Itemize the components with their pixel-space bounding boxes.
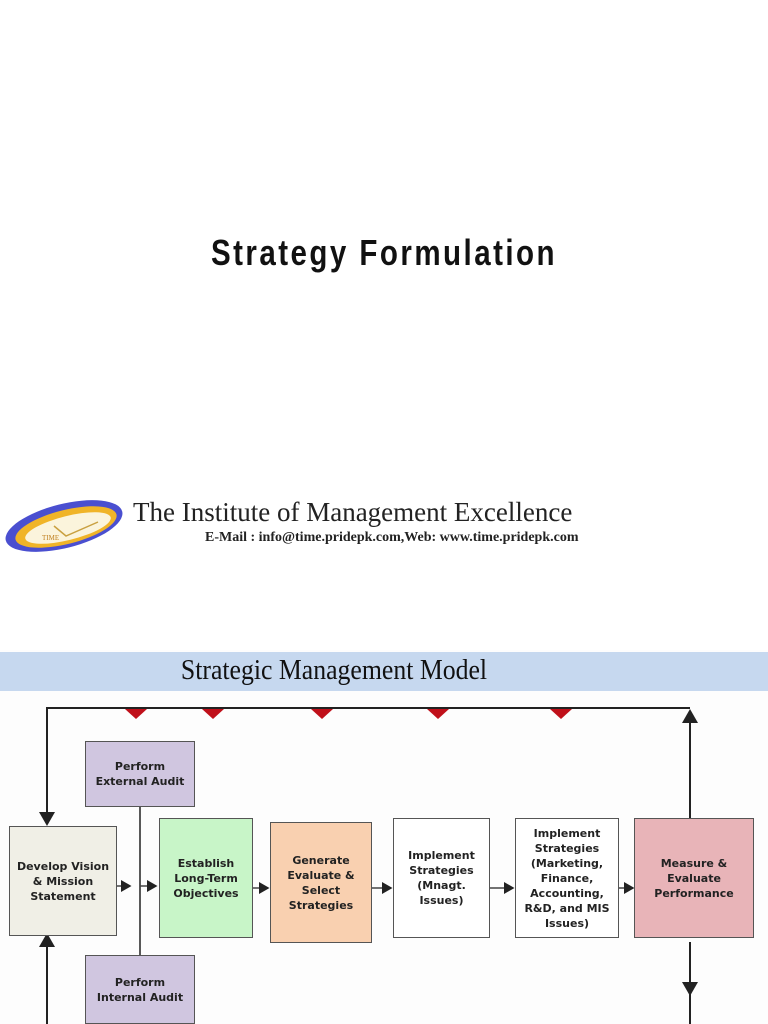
model-title: Strategic Management Model	[180, 655, 488, 686]
box-establish-long-term-objectives: Establish Long-Term Objectives	[159, 818, 253, 938]
slide-strategy-formulation	[0, 0, 768, 650]
box-perform-internal-audit: Perform Internal Audit	[85, 955, 195, 1024]
box-measure-evaluate-performance: Measure & Evaluate Performance	[634, 818, 754, 938]
svg-text:TIME: TIME	[42, 534, 59, 542]
box-implement-strategies-management: Implement Strategies (Mnagt. Issues)	[393, 818, 490, 938]
box-perform-external-audit: Perform External Audit	[85, 741, 195, 807]
slide-title: Strategy Formulation	[210, 232, 558, 273]
institute-contact: E-Mail : info@time.pridepk.com,Web: www.…	[205, 530, 579, 545]
box-develop-vision-mission: Develop Vision & Mission Statement	[9, 826, 117, 936]
box-implement-strategies-functional: Implement Strategies (Marketing, Finance…	[515, 818, 619, 938]
slide-title-band	[0, 652, 768, 691]
time-clock-logo-icon: TIME	[5, 500, 123, 552]
box-generate-evaluate-select-strategies: Generate Evaluate & Select Strategies	[270, 822, 372, 943]
institute-name: The Institute of Management Excellence	[133, 497, 573, 527]
